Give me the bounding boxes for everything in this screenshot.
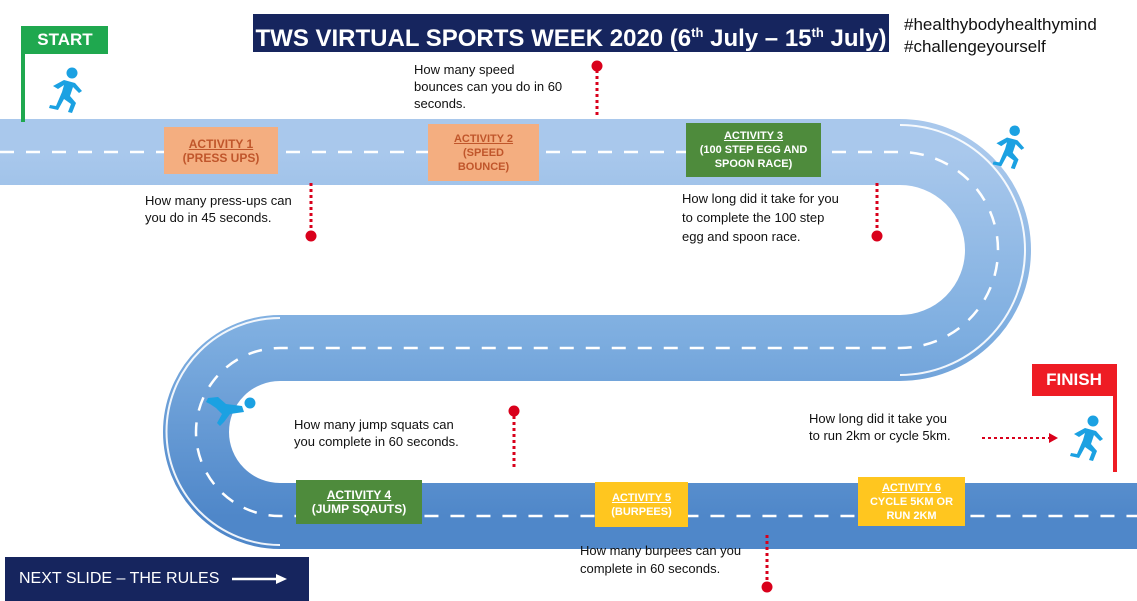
pin-dot bbox=[871, 230, 883, 242]
hashtag-1: #healthybodyhealthymind bbox=[904, 15, 1097, 34]
finish-flag: FINISH bbox=[1032, 364, 1116, 396]
title-suffix: July) bbox=[823, 25, 887, 52]
runner-icon bbox=[992, 125, 1025, 170]
pin-dot bbox=[761, 581, 773, 593]
arrow-icon bbox=[1049, 433, 1058, 443]
question-6: How long did it take you to run 2km or c… bbox=[809, 411, 951, 443]
page-title: TWS VIRTUAL SPORTS WEEK 2020 (6th July –… bbox=[253, 14, 889, 52]
question-4: How many jump squats can you complete in… bbox=[294, 417, 459, 449]
track-lane-line bbox=[0, 150, 1137, 518]
activity-5-title: ACTIVITY 5 bbox=[611, 491, 672, 504]
activity-3-desc: (100 STEP EGG AND SPOON RACE) bbox=[699, 144, 808, 170]
title-prefix: TWS VIRTUAL SPORTS WEEK 2020 (6 bbox=[255, 25, 692, 52]
hashtags: #healthybodyhealthymind #challengeyourse… bbox=[904, 14, 1097, 58]
activity-6-desc: CYCLE 5KM OR RUN 2KM bbox=[869, 495, 954, 522]
activity-4-title: ACTIVITY 4 bbox=[326, 488, 392, 502]
activity-3-title: ACTIVITY 3 bbox=[723, 130, 784, 142]
question-2: How many speed bounces can you do in 60 … bbox=[414, 62, 563, 111]
question-5: How many burpees can you complete in 60 … bbox=[580, 543, 742, 576]
arrow-right-icon bbox=[231, 573, 287, 584]
title-sup-1: th bbox=[691, 25, 704, 40]
question-1: How many press-ups can you do in 45 seco… bbox=[145, 193, 292, 225]
start-flag: START bbox=[22, 26, 108, 54]
pin-dot bbox=[591, 60, 603, 72]
activity-5: ACTIVITY 5 (BURPEES) bbox=[595, 482, 688, 527]
pin-dot bbox=[305, 230, 317, 242]
runner-icon bbox=[49, 67, 82, 113]
runner-icon bbox=[206, 397, 256, 426]
question-3: How long did it take for you to complete… bbox=[682, 191, 839, 244]
finish-flag-pole bbox=[1113, 364, 1117, 472]
hashtag-2: #challengeyourself bbox=[904, 37, 1046, 56]
next-slide-label: NEXT SLIDE – THE RULES bbox=[19, 570, 220, 587]
start-flag-pole bbox=[21, 26, 25, 122]
next-slide-button[interactable]: NEXT SLIDE – THE RULES bbox=[5, 557, 309, 601]
activity-4-desc: (JUMP SQAUTS) bbox=[311, 502, 407, 516]
activity-1-desc: (PRESS UPS) bbox=[182, 150, 260, 165]
title-sup-2: th bbox=[811, 25, 824, 40]
activity-1: ACTIVITY 1 (PRESS UPS) bbox=[164, 127, 278, 174]
activity-2: ACTIVITY 2 (SPEED BOUNCE) bbox=[428, 124, 539, 181]
title-middle: July – 15 bbox=[703, 25, 812, 52]
activity-3: ACTIVITY 3 (100 STEP EGG AND SPOON RACE) bbox=[686, 123, 821, 177]
activity-5-desc: (BURPEES) bbox=[611, 505, 672, 518]
activity-2-desc: (SPEED BOUNCE) bbox=[457, 146, 510, 173]
runner-icon bbox=[1070, 415, 1103, 461]
activity-2-title: ACTIVITY 2 bbox=[453, 132, 514, 145]
activity-4: ACTIVITY 4 (JUMP SQAUTS) bbox=[296, 480, 422, 524]
activity-6-title: ACTIVITY 6 bbox=[881, 481, 942, 494]
activity-6: ACTIVITY 6 CYCLE 5KM OR RUN 2KM bbox=[858, 477, 965, 526]
pin-dot bbox=[508, 405, 520, 417]
activity-1-title: ACTIVITY 1 bbox=[188, 136, 254, 151]
